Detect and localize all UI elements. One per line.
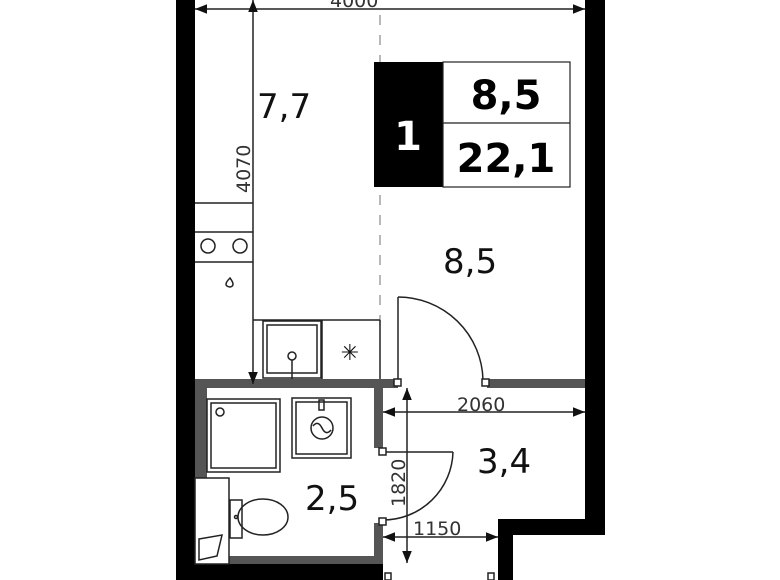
entry-door[interactable] [393, 296, 490, 387]
room-kitchen-area: 7,7 [257, 87, 311, 127]
legend-total-area: 22,1 [457, 136, 556, 182]
legend-rooms: 1 [394, 114, 422, 160]
hob-icon [200, 238, 248, 254]
dim-entry-width: 1150 [413, 518, 461, 540]
room-bathroom-area: 2,5 [305, 479, 359, 519]
front-door-frame [384, 572, 495, 580]
fridge-icon: ✳ [341, 341, 359, 366]
water-drop-icon [225, 276, 234, 288]
inner-walls [195, 379, 585, 564]
room-hall-area: 3,4 [477, 442, 531, 482]
shower-icon [206, 398, 281, 473]
dim-kitchen-length: 4070 [233, 145, 255, 193]
kitchen-counter [195, 202, 381, 379]
apartment-legend: 1 8,5 22,1 [374, 61, 571, 188]
room-living-area: 8,5 [443, 242, 497, 282]
washing-machine-icon [291, 397, 352, 459]
toilet-icon [194, 477, 289, 565]
dim-width-top: 4000 [330, 0, 378, 12]
bathroom-door[interactable] [378, 447, 454, 526]
dim-hall-width: 2060 [457, 394, 505, 416]
outer-walls [176, 0, 605, 580]
legend-living-area: 8,5 [471, 73, 542, 119]
dim-hall-length: 1820 [388, 459, 410, 507]
kitchen-sink-icon [262, 320, 322, 379]
